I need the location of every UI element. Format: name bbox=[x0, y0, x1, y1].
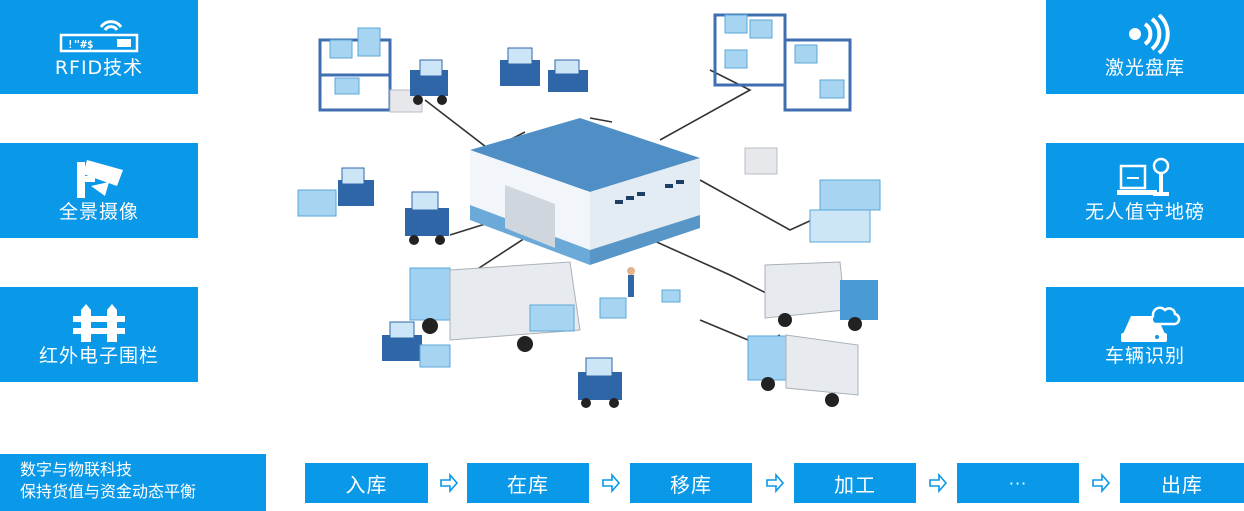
feature-label-weighbridge: 无人值守地磅 bbox=[1084, 200, 1205, 223]
arrow-right-icon bbox=[929, 473, 948, 493]
feature-label-rfid: RFID技术 bbox=[54, 57, 144, 79]
tagline-line-1: 数字与物联科技 bbox=[20, 460, 133, 479]
forklift-6 bbox=[578, 357, 622, 408]
weighbridge-icon bbox=[1097, 157, 1193, 197]
flow-step-processing[interactable]: 加工 bbox=[794, 463, 916, 503]
feature-laser[interactable]: 激光盘库 bbox=[1046, 0, 1244, 94]
feature-label-fence: 红外电子围栏 bbox=[38, 344, 159, 367]
storage-rack-top-left bbox=[318, 27, 423, 113]
flow-step-inbound[interactable]: 入库 bbox=[305, 463, 428, 503]
tagline-line-2: 保持货值与资金动态平衡 bbox=[20, 482, 197, 501]
arrow-right-icon bbox=[602, 473, 621, 493]
warehouse-network-illustration bbox=[297, 13, 881, 408]
truck-right-bottom bbox=[747, 334, 859, 407]
feature-label-vehicle: 车辆识别 bbox=[1104, 344, 1185, 367]
pallet-stack-right bbox=[744, 147, 881, 243]
truck-left bbox=[409, 261, 581, 352]
feature-weighbridge[interactable]: 无人值守地磅 bbox=[1046, 143, 1244, 238]
truck-right-top bbox=[764, 261, 878, 331]
feature-rfid[interactable]: !"#$ RFID技术 bbox=[0, 0, 198, 94]
feature-label-camera: 全景摄像 bbox=[58, 200, 139, 223]
fence-icon bbox=[51, 303, 147, 342]
warehouse-building bbox=[470, 118, 700, 265]
tagline-panel: 数字与物联科技 保持货值与资金动态平衡 bbox=[0, 454, 266, 511]
flow-step-in-stock[interactable]: 在库 bbox=[467, 463, 589, 503]
feature-label-laser: 激光盘库 bbox=[1104, 57, 1185, 79]
storage-rack-top-right bbox=[713, 13, 852, 112]
arrow-right-icon bbox=[1092, 473, 1111, 493]
forklift-5 bbox=[382, 321, 451, 368]
forklift-4 bbox=[405, 191, 449, 245]
security-camera-icon bbox=[51, 159, 147, 198]
arrow-right-icon bbox=[766, 473, 785, 493]
workers-and-boxes bbox=[599, 267, 681, 319]
rfid-icon-text: !"#$ bbox=[67, 38, 94, 51]
laser-signal-icon bbox=[1097, 14, 1193, 54]
forklift-1 bbox=[410, 59, 448, 105]
flow-step-transfer[interactable]: 移库 bbox=[630, 463, 752, 503]
forklift-3 bbox=[297, 167, 374, 217]
flow-step-outbound[interactable]: 出库 bbox=[1120, 463, 1244, 503]
vehicle-cloud-icon bbox=[1097, 303, 1193, 342]
rfid-reader-icon: !"#$ bbox=[51, 15, 147, 53]
flow-step-ellipsis[interactable]: ··· bbox=[957, 463, 1079, 503]
forklift-2 bbox=[500, 47, 588, 92]
feature-vehicle-recognition[interactable]: 车辆识别 bbox=[1046, 287, 1244, 382]
feature-camera[interactable]: 全景摄像 bbox=[0, 143, 198, 238]
arrow-right-icon bbox=[440, 473, 459, 493]
feature-fence[interactable]: 红外电子围栏 bbox=[0, 287, 198, 382]
